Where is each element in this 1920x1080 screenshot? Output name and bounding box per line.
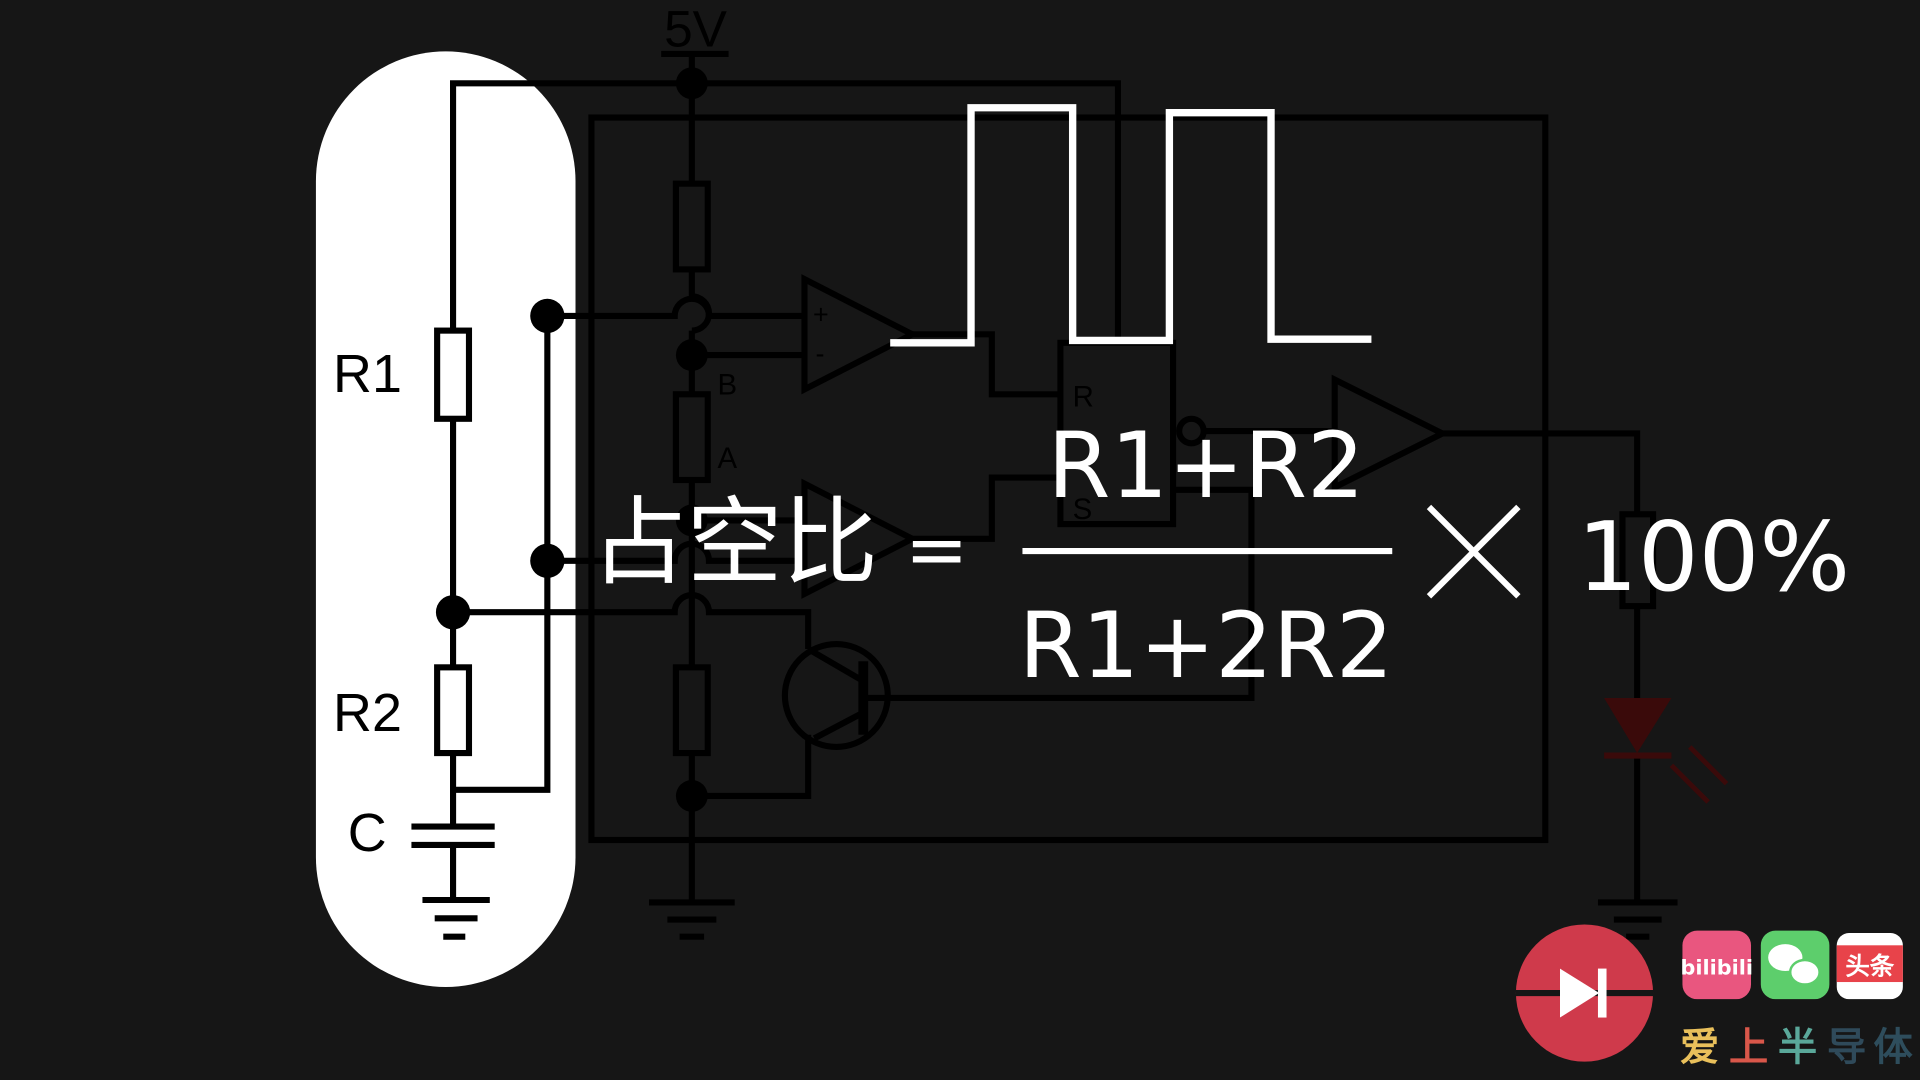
led-icon bbox=[1604, 697, 1729, 804]
reset-label: R bbox=[1073, 381, 1094, 414]
capacitor-c bbox=[411, 823, 495, 848]
resistor-output bbox=[1619, 511, 1657, 610]
ground-icon bbox=[422, 896, 490, 940]
node-a-label: A bbox=[718, 442, 738, 475]
svg-text:头条: 头条 bbox=[1845, 952, 1894, 981]
r1-label: R1 bbox=[333, 344, 402, 404]
toutiao-icon[interactable]: 头条 bbox=[1836, 933, 1903, 1000]
svg-text:体: 体 bbox=[1873, 1025, 1913, 1070]
diode-logo-icon bbox=[1515, 924, 1654, 1062]
resistor-internal-1 bbox=[672, 180, 711, 273]
formula-equals: = bbox=[905, 506, 969, 594]
svg-text:bilibili: bilibili bbox=[1680, 956, 1753, 980]
ic-outline bbox=[588, 114, 1549, 844]
wechat-icon[interactable] bbox=[1760, 930, 1830, 1000]
channel-name: 爱 上 半 导 体 bbox=[1680, 1025, 1913, 1070]
supply-label: 5V bbox=[664, 0, 728, 58]
r2-label: R2 bbox=[333, 683, 402, 743]
set-label: S bbox=[1073, 493, 1093, 526]
output-buffer bbox=[1331, 374, 1450, 493]
highlight-region bbox=[315, 51, 576, 987]
plus-label: + bbox=[813, 299, 829, 329]
formula-lhs: 占空比 bbox=[591, 487, 877, 599]
svg-text:上: 上 bbox=[1729, 1025, 1768, 1070]
svg-text:爱: 爱 bbox=[1680, 1025, 1719, 1070]
node-b-label: B bbox=[718, 368, 738, 401]
bilibili-icon[interactable]: bilibili bbox=[1680, 930, 1753, 1000]
c-label: C bbox=[348, 803, 387, 863]
comparator-upper bbox=[801, 274, 919, 395]
formula-denominator: R1+2R2 bbox=[1019, 594, 1394, 699]
comparator-lower bbox=[801, 478, 919, 599]
q-bar-output bbox=[1176, 415, 1207, 447]
junction-dots bbox=[435, 67, 708, 812]
resistor-internal-3 bbox=[672, 664, 711, 757]
minus-label: - bbox=[816, 338, 825, 368]
resistor-r1 bbox=[434, 327, 473, 422]
resistor-r2 bbox=[434, 664, 473, 757]
resistor-internal-2 bbox=[672, 391, 711, 484]
formula-numerator: R1+R2 bbox=[1048, 414, 1365, 519]
times-icon bbox=[1426, 504, 1521, 599]
formula-percent: 100% bbox=[1577, 501, 1850, 613]
svg-text:半: 半 bbox=[1778, 1025, 1817, 1070]
svg-text:导: 导 bbox=[1827, 1025, 1866, 1070]
ground-icon bbox=[1597, 899, 1678, 940]
discharge-transistor bbox=[781, 641, 891, 750]
ground-icon bbox=[648, 899, 735, 940]
square-wave bbox=[890, 104, 1372, 347]
